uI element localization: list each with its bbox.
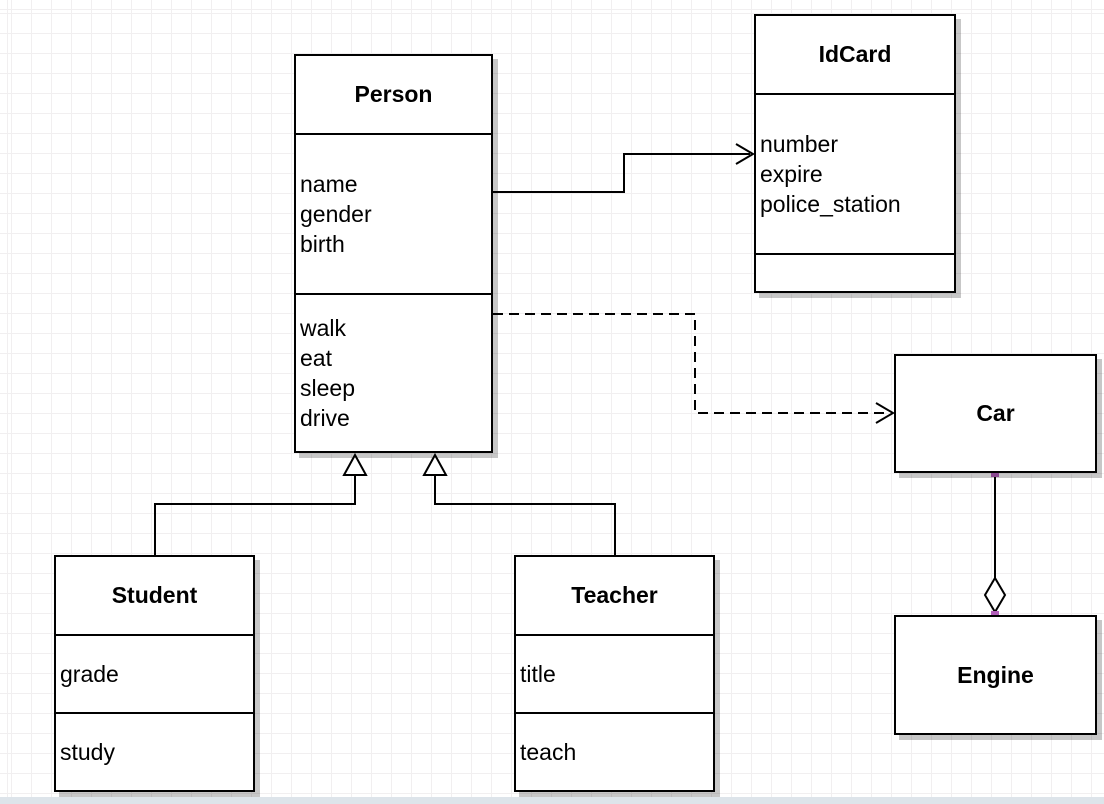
hollow-diamond-icon [983, 576, 1007, 614]
class-title[interactable]: Person [354, 81, 433, 107]
class-idcard[interactable]: IdCard number expire police_station [754, 14, 956, 293]
edge-person-car-dependency[interactable] [493, 313, 895, 424]
edge-car-engine-aggregation[interactable] [983, 469, 1007, 619]
methods-compartment [756, 253, 954, 291]
method[interactable]: study [60, 739, 115, 765]
attribute[interactable]: expire [760, 161, 823, 187]
open-arrow-icon [735, 143, 755, 165]
class-title[interactable]: Engine [957, 661, 1034, 688]
method[interactable]: sleep [300, 375, 355, 401]
edge-line [154, 474, 356, 555]
attributes-compartment: name gender birth [296, 133, 491, 293]
method[interactable]: eat [300, 345, 332, 371]
attribute[interactable]: title [520, 661, 556, 687]
methods-compartment: teach [516, 712, 713, 790]
class-person[interactable]: Person name gender birth walk eat sleep … [294, 54, 493, 453]
edge-student-person-generalization[interactable] [154, 452, 368, 555]
hollow-triangle-icon [342, 452, 368, 476]
method[interactable]: teach [520, 739, 577, 765]
attributes-compartment: title [516, 634, 713, 712]
class-title[interactable]: IdCard [818, 41, 892, 67]
methods-compartment: study [56, 712, 253, 790]
edge-line [493, 153, 750, 193]
class-engine[interactable]: Engine [894, 615, 1097, 735]
class-student[interactable]: Student grade study [54, 555, 255, 792]
class-title[interactable]: Car [976, 400, 1015, 426]
class-car[interactable]: Car [894, 354, 1097, 473]
edge-line [493, 313, 885, 414]
attribute[interactable]: police_station [760, 191, 901, 217]
hollow-triangle-icon [422, 452, 448, 476]
method[interactable]: drive [300, 405, 350, 431]
edge-line [434, 474, 616, 555]
edge-person-idcard-association[interactable] [493, 143, 755, 193]
attributes-compartment: number expire police_station [756, 93, 954, 253]
attribute[interactable]: grade [60, 661, 119, 687]
canvas-bottom-edge [0, 797, 1104, 804]
edge-teacher-person-generalization[interactable] [422, 452, 616, 555]
attribute[interactable]: gender [300, 201, 372, 227]
class-title[interactable]: Student [111, 582, 198, 608]
method[interactable]: walk [300, 315, 347, 341]
class-title[interactable]: Teacher [571, 582, 658, 608]
open-arrow-icon [875, 402, 895, 424]
attribute[interactable]: name [300, 171, 358, 197]
methods-compartment: walk eat sleep drive [296, 293, 491, 451]
attributes-compartment: grade [56, 634, 253, 712]
attribute[interactable]: number [760, 131, 838, 157]
attribute[interactable]: birth [300, 231, 345, 257]
class-teacher[interactable]: Teacher title teach [514, 555, 715, 792]
